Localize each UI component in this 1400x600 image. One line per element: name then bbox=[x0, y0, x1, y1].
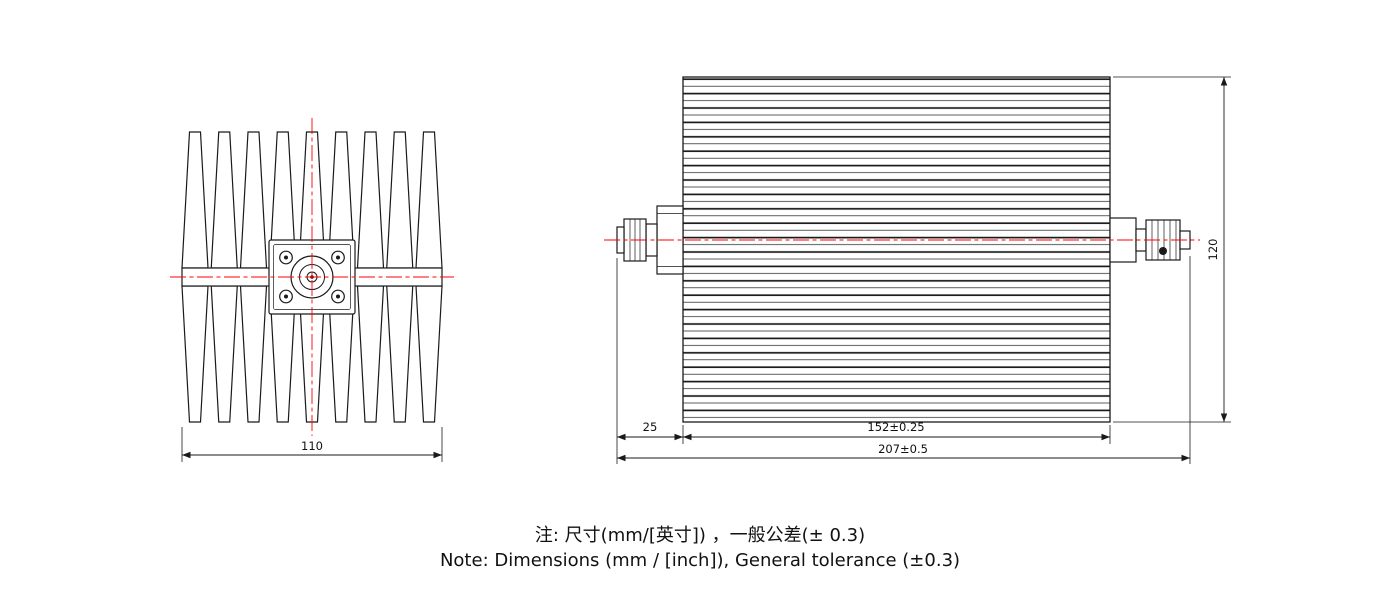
centerlines bbox=[170, 118, 1200, 436]
dim-body-length-label: 152±0.25 bbox=[867, 420, 924, 434]
notes: 注: 尺寸(mm/[英寸]) ，一般公差(± 0.3) Note: Dimens… bbox=[440, 525, 960, 571]
dim-overall-length-label: 207±0.5 bbox=[878, 442, 928, 456]
dim-front-width-label: 110 bbox=[301, 439, 323, 453]
dimension-connector-length: 25 bbox=[616, 258, 684, 464]
flange-screw bbox=[279, 250, 293, 265]
flange-screw bbox=[279, 289, 293, 304]
flange-screw bbox=[331, 250, 345, 265]
finned-body bbox=[682, 76, 1111, 423]
dimension-overall-length: 207±0.5 bbox=[617, 256, 1191, 464]
note-line-en: Note: Dimensions (mm / [inch]), General … bbox=[440, 550, 960, 571]
note-line-zh: 注: 尺寸(mm/[英寸]) ，一般公差(± 0.3) bbox=[535, 525, 865, 546]
flange-screw bbox=[331, 289, 345, 304]
dimension-front-width: 110 bbox=[181, 427, 443, 462]
dim-overall-height-label: 120 bbox=[1206, 239, 1220, 261]
side-view bbox=[616, 76, 1191, 423]
dimension-body-length: 152±0.25 bbox=[683, 420, 1111, 444]
connector-hole bbox=[1159, 247, 1167, 255]
dimension-overall-height: 120 bbox=[1113, 76, 1231, 423]
dim-connector-length-label: 25 bbox=[643, 420, 658, 434]
